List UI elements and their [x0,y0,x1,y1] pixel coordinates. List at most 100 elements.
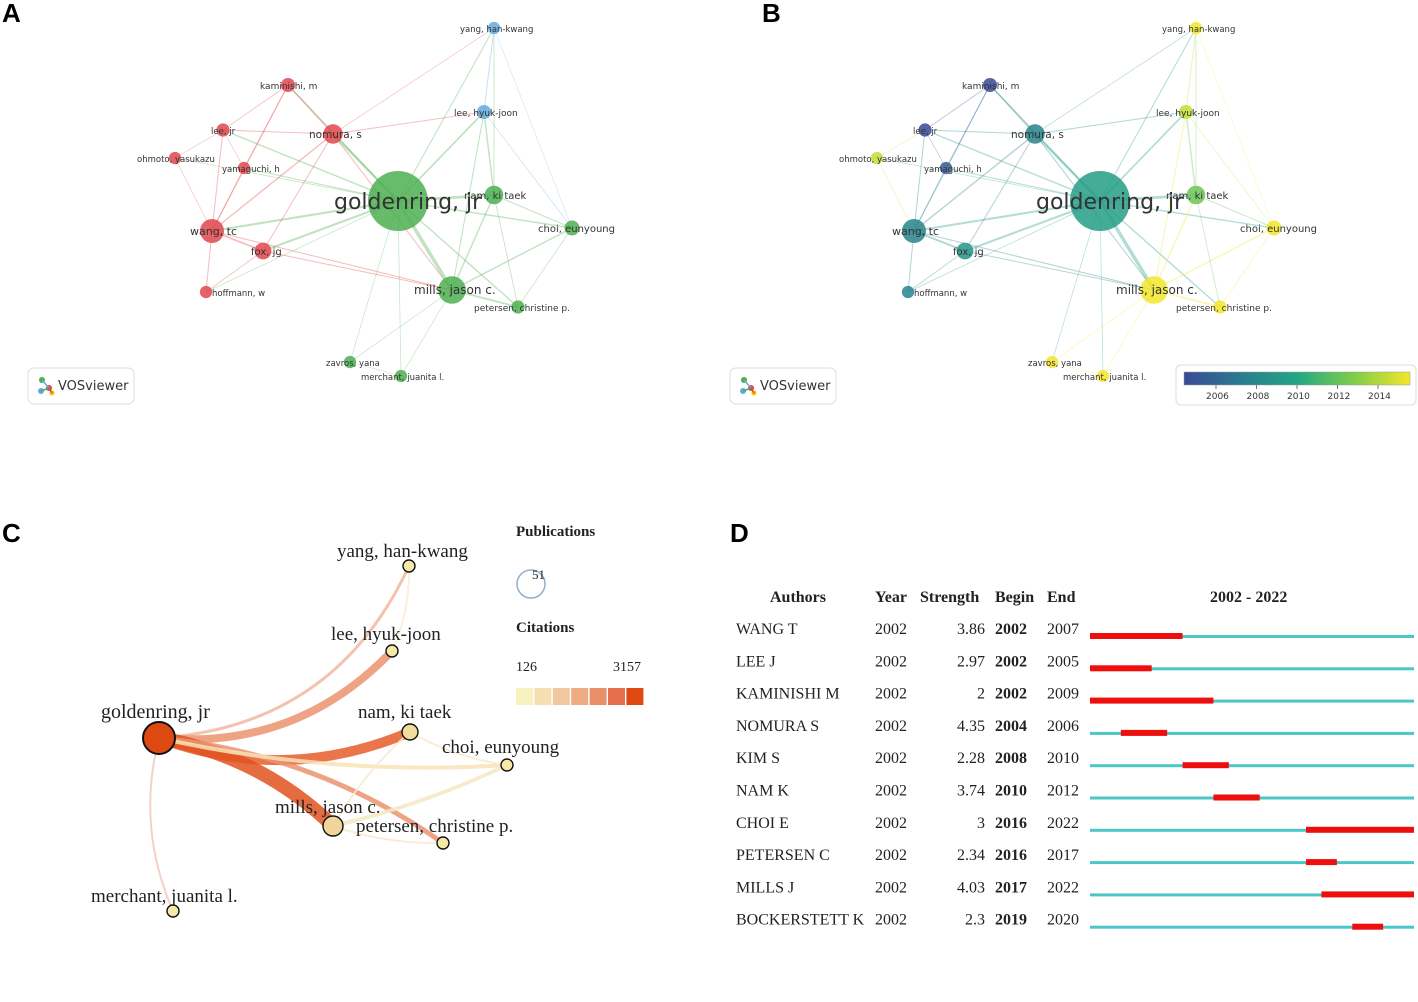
network-node[interactable] [511,300,525,314]
panel-letter-c: C [2,518,21,548]
network-node[interactable] [1070,171,1130,231]
burst-strength: 2.3 [965,912,985,929]
network-edge [211,199,399,233]
network-node[interactable] [438,276,466,304]
legend-citations-min: 126 [516,660,537,675]
network-edge [1099,27,1197,202]
network-node-label: lee, jr [211,127,236,137]
network-edge [211,133,334,232]
legend-citations-title: Citations [516,620,575,636]
network-node[interactable] [237,161,251,175]
network-node-label: zavros, yana [1028,359,1082,369]
network-node[interactable] [168,151,182,165]
network-node-label: goldenring, jr [334,190,482,215]
burst-author: KAMINISHI M [736,686,840,703]
network-node[interactable] [564,220,580,236]
network-node-label: lee, jr [913,127,938,137]
coauthor-node[interactable] [142,721,176,755]
burst-strength: 2.97 [957,653,985,670]
coauthor-node-label: yang, han-kwang [337,541,468,562]
burst-author: MILLS J [736,879,794,896]
network-node[interactable] [200,219,224,243]
network-node[interactable] [484,185,504,205]
coauthor-node[interactable] [500,758,514,772]
network-edge [1153,111,1187,291]
legend-citations-swatch [516,688,533,705]
coauthor-node[interactable] [385,644,399,658]
network-node[interactable] [902,219,926,243]
network-edge [222,129,245,169]
network-node[interactable] [918,123,932,137]
network-node[interactable] [394,369,408,383]
network-edge [517,227,573,308]
network-node[interactable] [1266,220,1282,236]
coauthor-node[interactable] [322,815,344,837]
burst-end: 2005 [1047,653,1079,670]
vosviewer-badge-a[interactable]: VOSviewer [27,367,135,405]
network-node[interactable] [956,242,974,260]
burst-begin: 2019 [995,912,1027,929]
network-edge [483,111,573,229]
burst-year: 2002 [875,815,907,832]
network-node[interactable] [982,77,998,93]
network-node[interactable] [1140,276,1168,304]
network-node[interactable] [487,21,501,35]
network-node[interactable] [199,285,213,299]
network-node[interactable] [368,171,428,231]
network-node[interactable] [476,104,492,120]
panel-c-legend: Publications 51 Citations 126 3157 [516,524,644,705]
burst-year: 2002 [875,621,907,638]
network-edge [913,199,1101,233]
panel-letter-b: B [762,0,781,28]
burst-begin: 2017 [995,879,1027,896]
network-edge [174,157,399,202]
network-node[interactable] [939,161,953,175]
timeline-bar [1090,667,1414,671]
legend-publications-value: 51 [532,567,545,582]
network-node[interactable] [280,77,296,93]
network-node[interactable] [901,285,915,299]
coauthor-node[interactable] [401,723,419,741]
burst-segment [1213,794,1260,801]
scale-tick-label: 2006 [1206,392,1229,402]
burst-begin: 2016 [995,815,1027,832]
panel-letter-d: D [730,518,749,548]
coauthor-node[interactable] [166,904,180,918]
burst-year: 2002 [875,847,907,864]
network-node[interactable] [343,355,357,369]
network-node-label: lee, hyuk-joon [1156,109,1220,119]
coauthor-node[interactable] [402,559,416,573]
network-node[interactable] [254,242,272,260]
network-node[interactable] [1096,369,1110,383]
vosviewer-badge-b[interactable]: VOSviewer [729,367,837,405]
network-node[interactable] [323,124,343,144]
network-node-label: hoffmann, w [914,289,967,299]
network-node[interactable] [1189,21,1203,35]
burst-segment [1352,923,1384,930]
coauthor-node[interactable] [436,836,450,850]
coauthor-node-label: lee, hyuk-joon [331,624,441,645]
timeline-bar [1090,925,1414,929]
network-edge [262,133,334,252]
network-node[interactable] [870,151,884,165]
network-node[interactable] [1025,124,1045,144]
burst-end: 2007 [1047,621,1079,638]
network-node[interactable] [1213,300,1227,314]
burst-author: LEE J [736,653,776,670]
network-node[interactable] [216,123,230,137]
network-edge [493,194,519,308]
legend-citations-swatch [534,688,552,705]
scale-tick-label: 2008 [1247,392,1270,402]
network-edge [174,157,213,232]
network-node[interactable] [1186,185,1206,205]
network-node[interactable] [1178,104,1194,120]
network-edge [1185,111,1197,196]
network-edge [211,84,289,232]
network-node[interactable] [1045,355,1059,369]
network-node-label: yamaguchi, h [924,165,982,175]
